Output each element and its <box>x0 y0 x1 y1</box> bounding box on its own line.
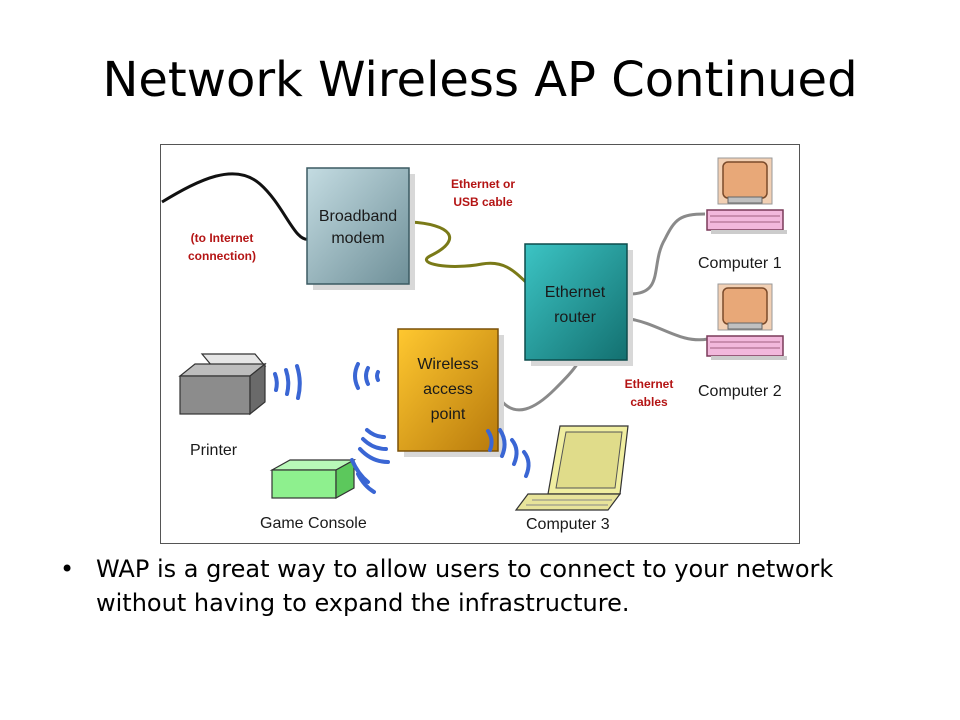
wifi-signal-icon <box>353 362 380 390</box>
ethernet-usb-label-line2: USB cable <box>453 195 513 209</box>
modem-label-line2: modem <box>331 230 384 247</box>
router-label-line2: router <box>554 309 596 326</box>
desktop-computer-icon <box>706 157 787 234</box>
printer-icon <box>178 353 267 416</box>
game-console-label: Game Console <box>260 515 367 532</box>
broadband-modem <box>306 167 410 285</box>
game-console-icon <box>269 458 357 500</box>
computer-2-label: Computer 2 <box>698 383 782 400</box>
computer-3-label: Computer 3 <box>526 516 610 533</box>
wireless-access-point <box>397 328 499 452</box>
ethernet-cable-computer-2 <box>629 317 709 342</box>
bullet-list: WAP is a great way to allow users to con… <box>60 552 910 620</box>
wap-label-line2: access <box>423 381 473 398</box>
wifi-signal-icon <box>273 364 302 400</box>
ethernet-cables-label-line1: Ethernet <box>625 377 674 391</box>
bullet-item: WAP is a great way to allow users to con… <box>60 552 910 620</box>
ethernet-usb-label-line1: Ethernet or <box>451 177 515 191</box>
laptop-icon <box>514 425 629 511</box>
slide-title: Network Wireless AP Continued <box>102 52 858 108</box>
computer-1-label: Computer 1 <box>698 255 782 272</box>
printer-label: Printer <box>190 442 238 459</box>
wifi-signal-icon <box>350 458 376 494</box>
ethernet-router <box>524 243 628 361</box>
network-diagram: Broadband modem Ethernet router Wireless… <box>160 144 800 544</box>
wap-label-line3: point <box>431 406 466 423</box>
wifi-signal-icon <box>358 428 390 464</box>
modem-label-line1: Broadband <box>319 208 397 225</box>
ethernet-cables-label-line2: cables <box>630 395 668 409</box>
usb-cable <box>409 220 532 288</box>
ethernet-cable-computer-1 <box>629 212 706 296</box>
internet-cable <box>161 172 311 241</box>
router-label-line1: Ethernet <box>545 284 606 301</box>
desktop-computer-icon <box>706 283 787 360</box>
wap-label-line1: Wireless <box>417 356 478 373</box>
internet-connection-label-line2: connection) <box>188 249 256 263</box>
internet-connection-label-line1: (to Internet <box>191 231 254 245</box>
wifi-signal-icon <box>486 428 531 478</box>
